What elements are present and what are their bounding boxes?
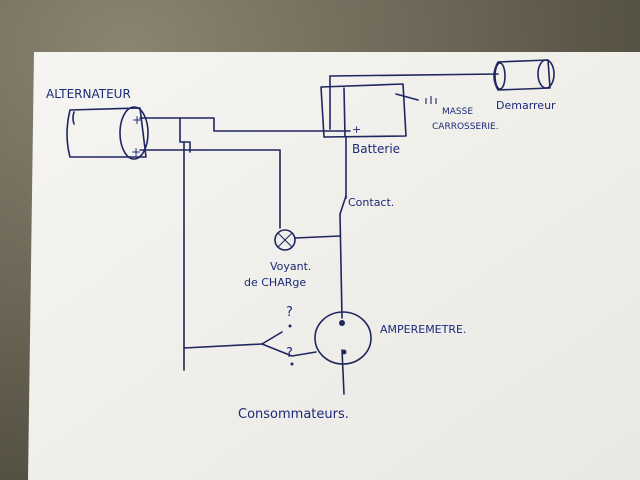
starter-wiring (329, 73, 499, 130)
charge-lamp-label-line2: de CHARge (244, 276, 306, 289)
question-mark-upper: ? (286, 305, 293, 320)
alternator-plus-bottom: + (131, 145, 141, 159)
ground-label-line2: CARROSSERIE. (432, 122, 499, 132)
starter-label: Demarreur (496, 99, 556, 112)
ammeter-label: AMPEREMETRE. (380, 323, 466, 336)
battery-plus: + (352, 123, 361, 136)
starter-symbol (493, 59, 555, 91)
battery-symbol (320, 83, 419, 138)
paper-sheet (28, 52, 640, 480)
consumers-label: Consommateurs. (238, 407, 349, 422)
alternator-wiring (139, 117, 351, 371)
ammeter-symbol (261, 311, 372, 365)
main-line (339, 136, 347, 395)
alternator-symbol (66, 106, 149, 160)
ground-label-line1: MASSE (442, 107, 473, 117)
alternator-plus-top: + (132, 113, 142, 127)
question-mark-lower: ? (286, 346, 293, 361)
alternator-label: ALTERNATEUR (46, 87, 131, 101)
contact-label: Contact. (348, 196, 394, 209)
battery-label: Batterie (352, 142, 400, 156)
ground-symbol (425, 96, 437, 104)
charge-lamp-symbol (274, 229, 341, 251)
charge-lamp-label-line1: Voyant. (270, 260, 311, 273)
